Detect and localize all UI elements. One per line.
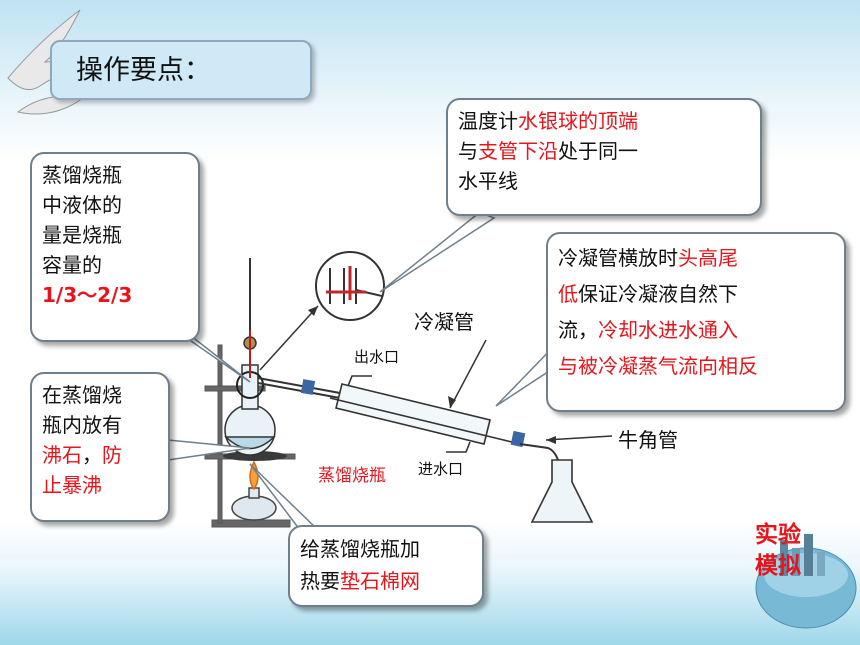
label-distillation-flask: 蒸馏烧瓶 xyxy=(318,466,386,486)
label-adapter: 牛角管 xyxy=(618,428,678,452)
callout-condenser: 冷凝管横放时头高尾 低保证冷凝液自然下 流，冷却水进水通入 与被冷凝蒸气流向相反 xyxy=(546,232,846,412)
connector xyxy=(510,430,526,448)
label-condenser: 冷凝管 xyxy=(414,310,474,334)
receiving-flask xyxy=(530,459,594,523)
condenser xyxy=(329,375,521,453)
page-title: 操作要点： xyxy=(76,55,211,86)
label-water-inlet: 进水口 xyxy=(418,460,464,478)
title-box xyxy=(50,40,312,100)
magnified-detail xyxy=(315,251,385,321)
experiment-simulation-button[interactable]: 实验模拟 xyxy=(755,522,801,579)
callout-boiling-chips: 在蒸馏烧 瓶内放有 沸石，防 止暴沸 xyxy=(30,372,170,522)
callout-thermometer: 温度计水银球的顶端 与支管下沿处于同一 水平线 xyxy=(446,98,762,216)
distillation-flask xyxy=(224,336,276,456)
callout-heating: 给蒸馏烧瓶加 热要垫石棉网 xyxy=(288,525,484,607)
callout-liquid-volume: 蒸馏烧瓶 中液体的 量是烧瓶 容量的 1/3～2/3 xyxy=(30,152,200,342)
alcohol-burner xyxy=(231,460,277,521)
wire-gauze xyxy=(223,451,287,461)
globe-icon xyxy=(755,534,857,629)
label-water-outlet: 出水口 xyxy=(354,348,400,366)
